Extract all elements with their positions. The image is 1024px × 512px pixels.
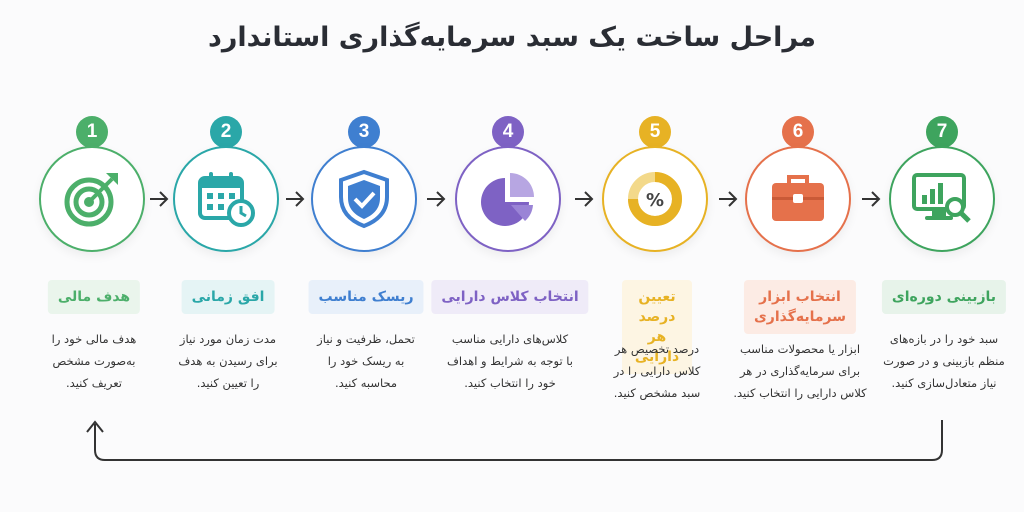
desc-line: به ریسک خود را <box>327 354 405 368</box>
briefcase-icon <box>772 175 824 221</box>
step-icon-circle <box>311 146 417 252</box>
step-number: 3 <box>348 116 380 148</box>
desc-line: تحمل، ظرفیت و نیاز <box>317 332 415 346</box>
step-description: سبد خود را در بازه‌های منظم بازبینی و در… <box>874 328 1014 394</box>
step-label: بازبینی دوره‌ای <box>881 280 1007 314</box>
page-title: مراحل ساخت یک سبد سرمایه‌گذاری استاندارد <box>208 22 816 53</box>
step-icon-circle: % <box>602 146 708 252</box>
arrow-right-icon <box>427 191 446 207</box>
step-label: انتخاب ابزار سرمایه‌گذاری <box>743 280 857 334</box>
monitor-chart-icon <box>912 173 971 223</box>
desc-line: سبد خود را در بازه‌های <box>889 332 999 346</box>
desc-line: محاسبه کنید. <box>334 376 398 390</box>
percent-donut-icon: % <box>628 172 682 226</box>
step-label: ریسک مناسب <box>308 280 424 314</box>
desc-line: با توجه به شرایط و اهداف <box>446 354 574 368</box>
step-description: ابزار یا محصولات مناسب برای سرمایه‌گذاری… <box>725 338 875 404</box>
arrow-right-icon <box>719 191 738 207</box>
step-description: هدف مالی خود را به‌صورت مشخص تعریف کنید. <box>24 328 164 394</box>
step-number: 4 <box>492 116 524 148</box>
desc-line: تعریف کنید. <box>66 376 122 390</box>
step-description: کلاس‌های دارایی مناسب با توجه به شرایط و… <box>440 328 580 394</box>
step-number: 7 <box>926 116 958 148</box>
desc-line: ابزار یا محصولات مناسب <box>739 342 861 356</box>
desc-line: برای رسیدن به هدف <box>178 354 278 368</box>
step-icon-circle <box>39 146 145 252</box>
step-number: 6 <box>782 116 814 148</box>
step-icon-circle <box>889 146 995 252</box>
pie-chart-icon <box>481 173 534 226</box>
step-4: 4 انتخاب کلاس دارایی کلاس‌های دارایی منا… <box>431 0 589 512</box>
desc-line: کلاس‌های دارایی مناسب <box>451 332 569 346</box>
desc-line: برای سرمایه‌گذاری در هر <box>739 364 861 378</box>
step-number: 2 <box>210 116 242 148</box>
step-label: انتخاب کلاس دارایی <box>431 280 589 314</box>
svg-text:%: % <box>646 190 664 211</box>
step-icon-circle <box>455 146 561 252</box>
step-description: درصد تخصیص هر کلاس دارایی را در سبد مشخص… <box>587 338 727 404</box>
arrow-right-icon <box>575 191 594 207</box>
arrow-right-icon <box>862 191 881 207</box>
target-icon <box>64 173 118 227</box>
desc-line: هدف مالی خود را <box>51 332 137 346</box>
step-5: 5 % تعیین درصد هر دارایی درصد تخصیص هر ک… <box>587 0 727 512</box>
calendar-clock-icon <box>198 172 255 227</box>
desc-line: را تعیین کنید. <box>196 376 260 390</box>
arrow-right-icon <box>150 191 169 207</box>
step-6: 6 انتخاب ابزار سرمایه‌گذاری ابزار یا محص… <box>730 0 870 512</box>
desc-line: درصد تخصیص هر <box>614 342 700 356</box>
step-number: 1 <box>76 116 108 148</box>
desc-line: کلاس دارایی را در <box>613 364 701 378</box>
step-number: 5 <box>639 116 671 148</box>
step-icon-circle <box>173 146 279 252</box>
arrow-right-icon <box>286 191 305 207</box>
step-1: 1 هدف مالی هدف مالی خود را به‌صورت مشخص … <box>24 0 164 512</box>
step-label: هدف مالی <box>47 280 141 314</box>
step-label: افق زمانی <box>181 280 275 314</box>
shield-check-icon <box>339 169 389 229</box>
step-7: 7 بازبینی دوره‌ای سبد خود را در بازه‌های… <box>874 0 1014 512</box>
step-icon-circle <box>745 146 851 252</box>
step-2: 2 افق زمانی مدت زمان مورد نیاز برای رسید… <box>158 0 298 512</box>
desc-line: کلاس دارایی را انتخاب کنید. <box>733 386 867 400</box>
desc-line: نیاز متعادل‌سازی کنید. <box>891 376 997 390</box>
step-description: مدت زمان مورد نیاز برای رسیدن به هدف را … <box>158 328 298 394</box>
desc-line: خود را انتخاب کنید. <box>464 376 556 390</box>
desc-line: منظم بازبینی و در صورت <box>883 354 1005 368</box>
step-label: تعیین درصد هر دارایی <box>622 280 692 374</box>
step-description: تحمل، ظرفیت و نیاز به ریسک خود را محاسبه… <box>296 328 436 394</box>
step-3: 3 ریسک مناسب تحمل، ظرفیت و نیاز به ریسک … <box>296 0 436 512</box>
desc-line: مدت زمان مورد نیاز <box>179 332 277 346</box>
desc-line: به‌صورت مشخص <box>52 354 136 368</box>
desc-line: سبد مشخص کنید. <box>613 386 701 400</box>
